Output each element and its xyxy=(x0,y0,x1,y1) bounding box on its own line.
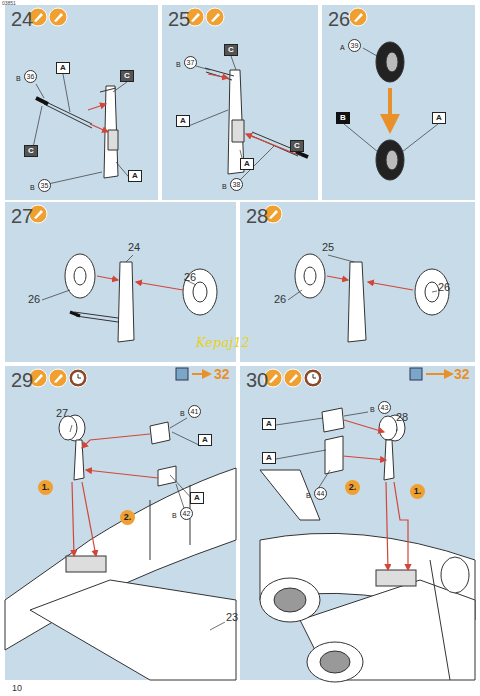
paint-flag: B xyxy=(336,112,350,124)
callout-number: 27 xyxy=(56,408,68,419)
step-number: 25 xyxy=(168,9,190,29)
paint-flag: A xyxy=(176,115,190,127)
paint-flag: A xyxy=(128,170,142,182)
paint-flag: A xyxy=(190,492,204,504)
go-to-step: 32 xyxy=(454,367,470,381)
part-sprue-letter: B xyxy=(370,406,375,413)
part-sprue-letter: B xyxy=(176,61,181,68)
paint-flag: C xyxy=(24,145,38,157)
paint-flag: C xyxy=(224,44,238,56)
part-sprue-letter: B xyxy=(306,492,311,499)
paint-flag: A xyxy=(432,112,446,124)
paint-flag: C xyxy=(290,140,304,152)
watermark: Kepaj12 xyxy=(196,336,250,349)
part-number: 41 xyxy=(188,405,201,418)
part-sprue-letter: B xyxy=(180,410,185,417)
part-number: 42 xyxy=(180,507,193,520)
step-number: 26 xyxy=(328,9,350,29)
order-number: 2. xyxy=(120,510,135,525)
callout-number: 25 xyxy=(322,242,334,253)
callout-number: 24 xyxy=(128,242,140,253)
kit-number: 03851 xyxy=(2,1,16,6)
callout-number: 26 xyxy=(184,272,196,283)
part-sprue-letter: B xyxy=(222,183,227,190)
part-sprue-letter: B xyxy=(16,75,21,82)
paint-flag: A xyxy=(262,452,276,464)
step-number: 27 xyxy=(11,206,33,226)
paint-flag: A xyxy=(262,418,276,430)
go-to-step: 32 xyxy=(214,367,230,381)
part-number: 35 xyxy=(38,179,51,192)
callout-number: 26 xyxy=(28,294,40,305)
callout-number: 28 xyxy=(396,412,408,423)
order-number: 2. xyxy=(345,480,360,495)
part-number: 36 xyxy=(24,70,37,83)
part-sprue-letter: A xyxy=(340,44,345,51)
order-number: 1. xyxy=(38,480,53,495)
step-number: 29 xyxy=(11,370,33,390)
part-sprue-letter: B xyxy=(172,512,177,519)
paint-flag: C xyxy=(120,70,134,82)
paint-flag: A xyxy=(56,62,70,74)
part-sprue-letter: B xyxy=(30,184,35,191)
part-number: 43 xyxy=(378,401,391,414)
page-number: 10 xyxy=(12,684,22,693)
step-number: 24 xyxy=(11,9,33,29)
part-number: 44 xyxy=(314,487,327,500)
step-number: 28 xyxy=(246,206,268,226)
part-number: 37 xyxy=(184,56,197,69)
step-number: 30 xyxy=(246,370,268,390)
callout-number: 26 xyxy=(274,294,286,305)
part-number: 39 xyxy=(348,39,361,52)
paint-flag: A xyxy=(198,434,212,446)
callout-number: 26 xyxy=(438,282,450,293)
order-number: 1. xyxy=(410,484,425,499)
part-number: 38 xyxy=(230,178,243,191)
callout-number: 23 xyxy=(226,612,238,623)
paint-flag: A xyxy=(240,158,254,170)
